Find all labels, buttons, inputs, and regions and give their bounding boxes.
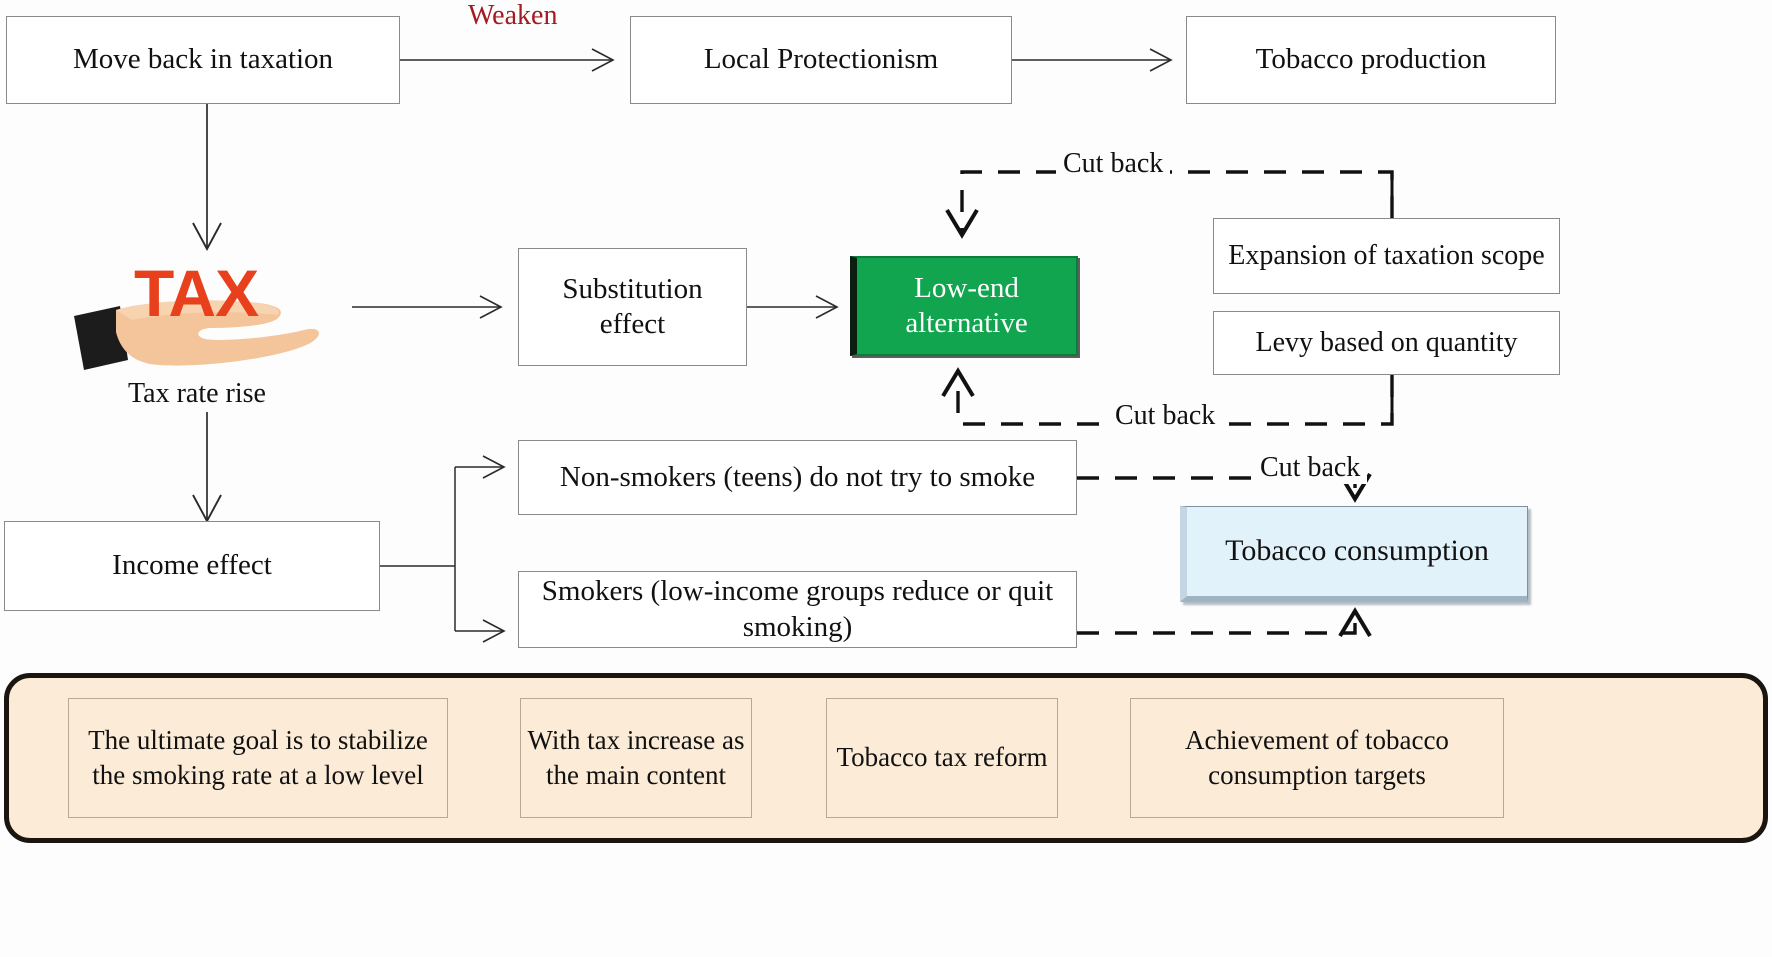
edge-label-weaken: Weaken xyxy=(468,0,558,31)
node-label: Smokers (low-income groups reduce or qui… xyxy=(541,575,1054,643)
panel-step-1[interactable]: The ultimate goal is to stabilize the sm… xyxy=(68,698,448,818)
node-label: Substitution effect xyxy=(562,272,703,340)
edge-label-cut-back-lower: Cut back xyxy=(1253,452,1368,484)
node-local-protectionism[interactable]: Local Protectionism xyxy=(630,16,1012,104)
node-levy-based-on-quantity[interactable]: Levy based on quantity xyxy=(1213,311,1560,375)
node-label: Tobacco production xyxy=(1255,43,1487,76)
node-expansion-of-taxation-scope[interactable]: Expansion of taxation scope xyxy=(1213,218,1560,294)
tax-wordmark: TAX xyxy=(134,256,259,330)
panel-step-2[interactable]: With tax increase as the main content xyxy=(520,698,752,818)
node-tobacco-consumption[interactable]: Tobacco consumption xyxy=(1180,506,1528,602)
node-label: Non-smokers (teens) do not try to smoke xyxy=(559,460,1036,493)
panel-step-label: With tax increase as the main content xyxy=(527,724,745,790)
node-low-end-alternative[interactable]: Low-end alternative xyxy=(850,256,1078,356)
tax-rate-rise-caption: Tax rate rise xyxy=(128,378,266,409)
panel-step-3[interactable]: Tobacco tax reform xyxy=(826,698,1058,818)
node-label: Tobacco consumption xyxy=(1225,534,1489,568)
node-substitution-effect[interactable]: Substitution effect xyxy=(518,248,747,366)
panel-step-label: Achievement of tobacco consumption targe… xyxy=(1185,724,1449,790)
node-label: Income effect xyxy=(112,549,272,582)
edge-label-cut-back-middle: Cut back xyxy=(1108,400,1223,432)
panel-step-label: Tobacco tax reform xyxy=(836,742,1048,773)
node-label: Local Protectionism xyxy=(703,43,939,76)
panel-step-4[interactable]: Achievement of tobacco consumption targe… xyxy=(1130,698,1504,818)
node-smokers[interactable]: Smokers (low-income groups reduce or qui… xyxy=(518,571,1077,648)
node-label: Low-end alternative xyxy=(905,271,1028,339)
node-label: Expansion of taxation scope xyxy=(1228,239,1545,271)
node-label: Move back in taxation xyxy=(72,43,334,76)
node-income-effect[interactable]: Income effect xyxy=(4,521,380,611)
node-move-back-in-taxation[interactable]: Move back in taxation xyxy=(6,16,400,104)
node-tobacco-production[interactable]: Tobacco production xyxy=(1186,16,1556,104)
hand-holding-tax-illustration xyxy=(74,300,319,370)
node-non-smokers[interactable]: Non-smokers (teens) do not try to smoke xyxy=(518,440,1077,515)
panel-step-label: The ultimate goal is to stabilize the sm… xyxy=(88,724,428,790)
node-label: Levy based on quantity xyxy=(1255,326,1518,358)
edge-label-cut-back-top: Cut back xyxy=(1056,148,1171,180)
